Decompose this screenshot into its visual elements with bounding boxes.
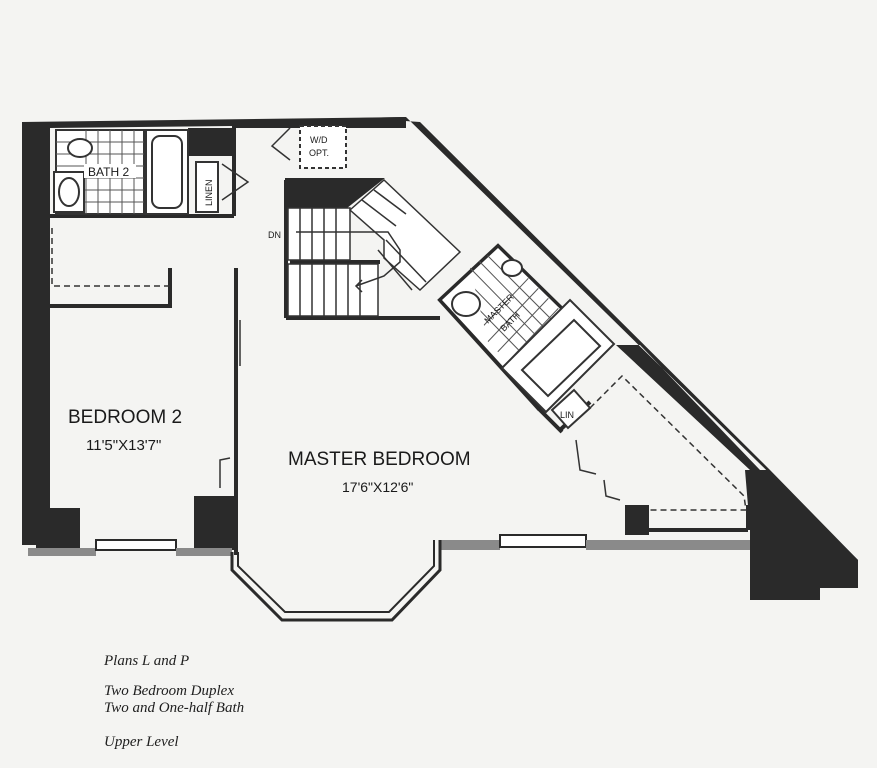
bath2-label: BATH 2 <box>88 165 129 179</box>
bottom-walls <box>28 534 750 622</box>
caption-type-line1: Two Bedroom Duplex <box>104 683 234 699</box>
caption-type-line2: Two and One-half Bath <box>104 700 245 716</box>
bedroom2-size: 11'5"X13'7" <box>86 437 161 454</box>
linen-closet: LINEN <box>195 161 250 213</box>
exterior-walls <box>22 117 858 600</box>
bedroom2-name: BEDROOM 2 <box>68 407 182 428</box>
linen-label: LINEN <box>204 179 214 206</box>
caption-plan: Plans L and P <box>104 653 190 669</box>
closet-rods <box>51 228 747 511</box>
staircase <box>287 178 462 317</box>
lin-label: LIN <box>560 410 574 420</box>
master-bath-fixtures: MASTER BATH <box>442 248 616 414</box>
stairs-down-label: DN <box>268 230 281 240</box>
master-bedroom-size: 17'6"X12'6" <box>342 479 413 495</box>
bath2-fixtures: BATH 2 <box>53 129 189 215</box>
doors <box>219 320 621 501</box>
caption-level: Upper Level <box>104 734 179 750</box>
wd-label-line2: OPT. <box>309 148 329 158</box>
washer-dryer: W/D OPT. <box>270 125 347 169</box>
master-bedroom-name: MASTER BEDROOM <box>288 449 471 470</box>
wd-label-line1: W/D <box>310 135 328 145</box>
